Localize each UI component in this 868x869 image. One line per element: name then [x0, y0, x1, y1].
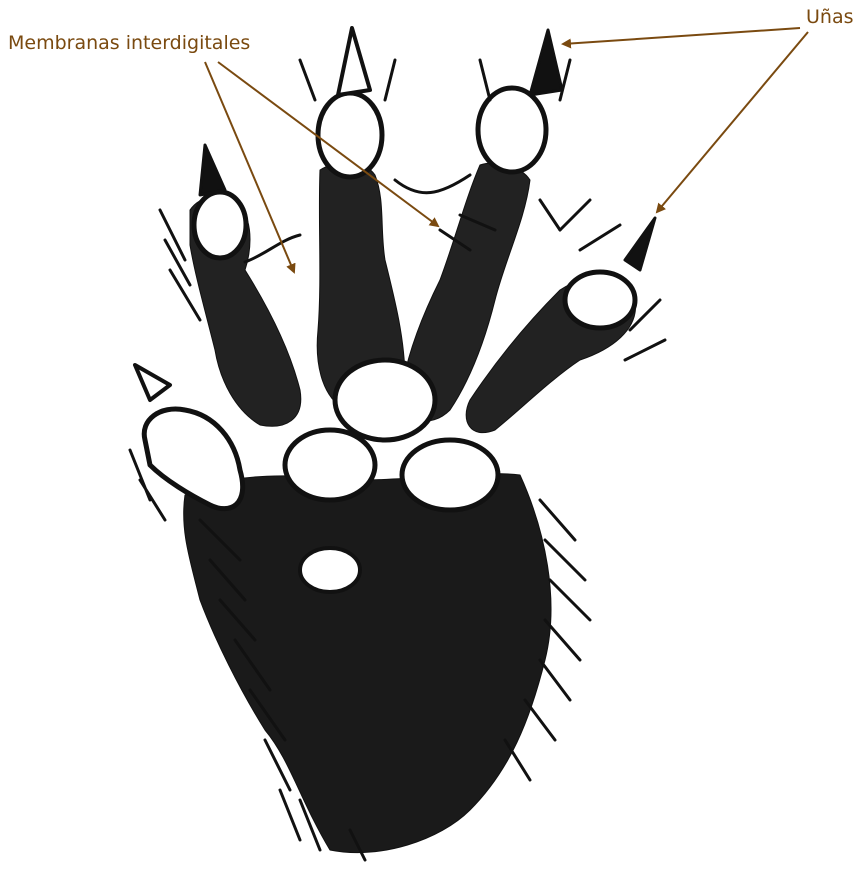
- arrow-una-digit5: [657, 32, 808, 212]
- claw-3: [338, 28, 370, 95]
- palm-pad-center: [335, 360, 435, 440]
- claw-5: [625, 218, 655, 270]
- interdigital-membrane-right: [395, 175, 470, 193]
- palm-pad-right: [402, 440, 498, 510]
- palm-pad-lower: [300, 548, 360, 592]
- digit-5-tip-pad: [565, 272, 635, 328]
- palm-pad-left: [285, 430, 375, 500]
- interdigital-membrane-left: [245, 235, 300, 262]
- digit-1: [144, 409, 242, 509]
- claw-2: [200, 145, 225, 195]
- arrow-una-digit4: [563, 28, 800, 44]
- label-claws: Uñas: [806, 6, 854, 28]
- paw-drawing: [130, 28, 665, 860]
- claw-1: [135, 365, 170, 400]
- digit-4-tip-pad: [478, 88, 546, 172]
- label-interdigital-membranes: Membranas interdigitales: [8, 32, 250, 54]
- claw-4: [530, 30, 562, 95]
- digit-3-tip-pad: [318, 93, 382, 177]
- digit-2-tip-pad: [194, 192, 246, 258]
- palm-and-wrist: [184, 474, 551, 853]
